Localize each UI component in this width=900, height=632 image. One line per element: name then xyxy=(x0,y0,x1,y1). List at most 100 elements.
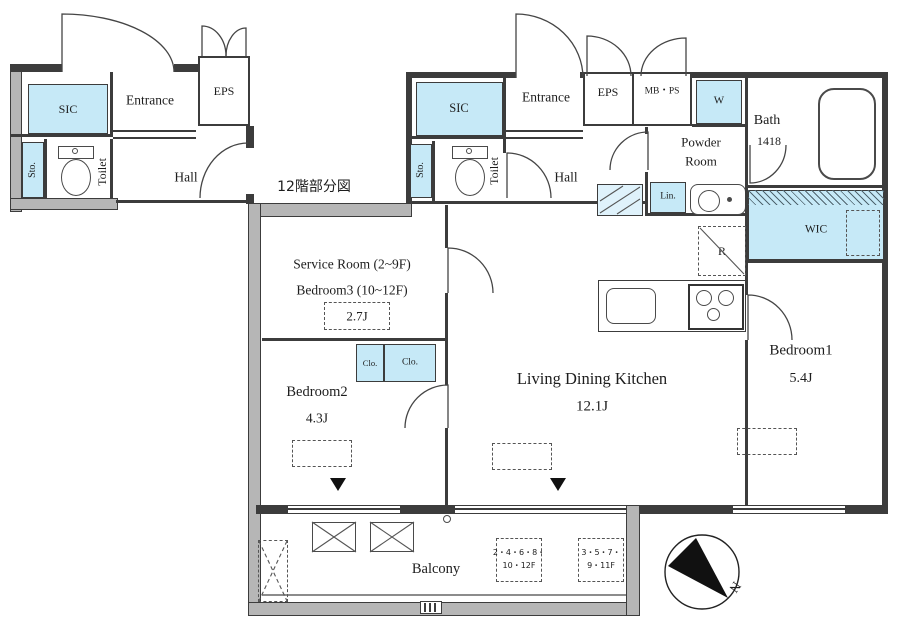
ldk-right-wall xyxy=(745,188,748,295)
inset-top-wall-a xyxy=(10,64,62,72)
floors-b-line1: 3・5・7・ xyxy=(581,548,621,557)
linen-label: Lin. xyxy=(660,191,676,202)
inset-toilet-bowl xyxy=(61,159,91,196)
inset-hall-door-arc xyxy=(199,142,249,199)
storage-box xyxy=(410,144,432,198)
ldk-size: 12.1J xyxy=(575,398,609,415)
north-label: N xyxy=(726,578,745,596)
balcony-label: Balcony xyxy=(411,560,461,577)
eps-door-arc xyxy=(586,35,632,77)
service-door-arc xyxy=(447,247,494,294)
fridge-space xyxy=(698,226,746,276)
stove xyxy=(688,284,744,330)
hall-label: Hall xyxy=(554,169,578,185)
eps-label: EPS xyxy=(597,85,619,99)
entrance-door-arc xyxy=(515,13,584,79)
inset-entrance-step2 xyxy=(113,137,196,139)
inset-bottom-line xyxy=(116,200,254,203)
inset-storage-box xyxy=(22,142,44,198)
inset-entrance-step xyxy=(113,130,196,132)
entrance-step xyxy=(506,130,583,132)
grate-tick xyxy=(429,603,431,612)
floors-a-box xyxy=(496,538,542,582)
bedroom2-size: 4.3J xyxy=(305,410,329,426)
bedroom1-label: Bedroom1 xyxy=(769,342,833,359)
mbps-label: MB・PS xyxy=(644,86,680,97)
grate-tick xyxy=(434,603,436,612)
balcony-pole xyxy=(443,515,451,523)
entrance-step2 xyxy=(506,137,583,139)
mbps-room xyxy=(632,72,692,126)
kitchen-sink xyxy=(606,288,656,324)
ldk-right-wall xyxy=(745,340,748,513)
hall-bottom-wall xyxy=(640,201,648,204)
bath-label: Bath xyxy=(753,113,781,128)
inset-toilet-label: Toilet xyxy=(95,158,109,186)
right-wall xyxy=(882,72,888,514)
inset-wall xyxy=(10,134,113,137)
bath-bottom-wall xyxy=(748,185,884,188)
step-wall xyxy=(248,203,412,217)
bath-left-wall xyxy=(745,72,748,188)
inset-right-wall-a xyxy=(246,126,254,148)
burner xyxy=(707,308,720,321)
balcony-drain-line xyxy=(262,594,626,596)
room-divider-wall xyxy=(262,338,448,341)
floors-b-box xyxy=(578,538,624,582)
bedroom2-label: Bedroom2 xyxy=(286,383,348,400)
opening-marker-icon xyxy=(550,478,566,491)
wall xyxy=(503,72,506,153)
wall xyxy=(645,127,648,134)
inset-caption: 12階部分図 xyxy=(277,179,351,195)
inset-sic-label: SIC xyxy=(58,102,78,116)
inset-eps-door-arc xyxy=(201,25,227,57)
bedroom2-window xyxy=(288,505,400,514)
toilet-button xyxy=(466,148,472,154)
opening-marker-icon xyxy=(330,478,346,491)
balcony-right-wall xyxy=(626,505,640,616)
inset-wall xyxy=(44,139,47,201)
wall xyxy=(406,136,506,139)
floors-a-line2: 10・12F xyxy=(502,561,536,570)
bath-size-label: 1418 xyxy=(757,134,781,148)
floors-a-line1: 2・4・6・8・ xyxy=(492,548,546,557)
inset-hall-label: Hall xyxy=(174,169,198,185)
ac-unit-dash-box xyxy=(258,540,288,602)
grate-tick xyxy=(424,603,426,612)
fridge-label: R xyxy=(717,244,727,258)
ldk-left-wall xyxy=(445,428,448,507)
inset-left-wall xyxy=(10,64,22,212)
closet2-box xyxy=(384,344,436,382)
ac-unit-box xyxy=(312,522,356,552)
storage-label: Sto. xyxy=(415,162,426,178)
inset-eps-room xyxy=(198,56,250,126)
mbps-door-arc xyxy=(640,37,687,77)
inset-top-wall-b xyxy=(174,64,200,72)
wic-label: WIC xyxy=(804,223,828,236)
inset-storage-label: Sto. xyxy=(27,162,38,178)
wic-shelf-hatch xyxy=(748,190,884,205)
powder-door-arc xyxy=(609,131,649,171)
toilet-bowl xyxy=(455,159,485,196)
eps-room xyxy=(583,72,634,126)
inset-eps-door-arc2 xyxy=(225,27,247,57)
ldk-window xyxy=(455,505,628,514)
burner xyxy=(718,290,734,306)
opening-markers xyxy=(330,478,566,491)
ldk-left-wall xyxy=(445,205,448,248)
sic-box xyxy=(416,82,503,136)
wall xyxy=(645,172,648,213)
inset-wall xyxy=(110,139,113,201)
ac-unit-box xyxy=(370,522,414,552)
faucet-dot xyxy=(727,197,732,202)
closet1-label: Clo. xyxy=(362,357,378,368)
ldk-label: Living Dining Kitchen xyxy=(516,368,668,388)
inset-entrance-door-arc xyxy=(61,13,175,73)
bedroom1-window xyxy=(733,505,845,514)
linen-box xyxy=(650,182,686,213)
hall-bottom-wall xyxy=(406,201,598,204)
washbasin-bowl xyxy=(698,190,720,212)
bathtub xyxy=(818,88,876,180)
toilet-door-arc xyxy=(506,152,552,199)
